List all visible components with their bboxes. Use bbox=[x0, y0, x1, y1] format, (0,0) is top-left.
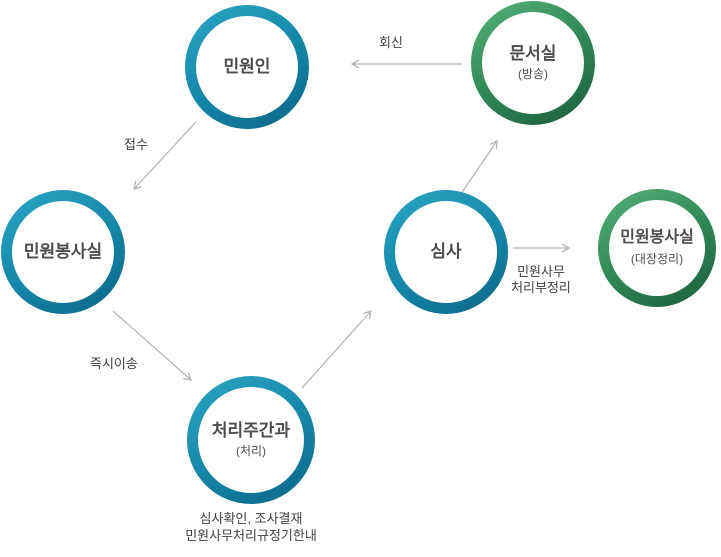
arrow-review-to-document-room bbox=[457, 141, 497, 199]
node-petitioner-label: 민원인 bbox=[223, 57, 271, 77]
node-review-label: 심사 bbox=[430, 242, 462, 262]
node-service-room-ledger-label: 민원봉사실 bbox=[620, 229, 694, 247]
node-petitioner-inner: 민원인 bbox=[196, 16, 298, 118]
node-processing-dept-sublabel: (처리) bbox=[235, 444, 267, 459]
footnote-line2: 민원사무처리규정기한내 bbox=[185, 528, 317, 543]
edge-label-ledger-note: 민원사무 처리부정리 bbox=[501, 264, 581, 297]
node-processing-dept-inner: 처리주간과 (처리) bbox=[198, 387, 304, 493]
node-service-room-ledger-sublabel: (대장정리) bbox=[630, 251, 684, 266]
footnote-line1: 심사확인, 조사결재 bbox=[199, 511, 303, 526]
node-review-inner: 심사 bbox=[395, 201, 497, 303]
edge-label-ledger-note-line2: 처리부정리 bbox=[511, 280, 571, 296]
edge-label-immediate-transfer: 즉시이송 bbox=[90, 356, 138, 371]
node-review: 심사 bbox=[384, 190, 508, 314]
node-service-room-ledger-inner: 민원봉사실 (대장정리) bbox=[609, 200, 705, 296]
node-service-room: 민원봉사실 bbox=[1, 190, 125, 314]
node-service-room-ledger: 민원봉사실 (대장정리) bbox=[598, 189, 716, 307]
arrow-receipt bbox=[134, 121, 197, 189]
edge-label-reply: 회신 bbox=[379, 35, 403, 50]
node-service-room-label: 민원봉사실 bbox=[23, 242, 103, 262]
arrow-processing-to-review bbox=[301, 311, 371, 389]
node-processing-dept: 처리주간과 (처리) bbox=[187, 376, 315, 504]
footnote: 심사확인, 조사결재 민원사무처리규정기한내 bbox=[116, 510, 386, 544]
node-document-room-sublabel: (방송) bbox=[517, 67, 549, 82]
node-service-room-inner: 민원봉사실 bbox=[12, 201, 114, 303]
edge-label-receipt: 접수 bbox=[124, 137, 148, 152]
node-document-room: 문서실 (방송) bbox=[471, 1, 595, 125]
node-document-room-label: 문서실 bbox=[509, 43, 557, 63]
node-processing-dept-label: 처리주간과 bbox=[211, 420, 291, 440]
node-petitioner: 민원인 bbox=[185, 5, 309, 129]
edge-label-ledger-note-line1: 민원사무 bbox=[517, 264, 565, 279]
node-document-room-inner: 문서실 (방송) bbox=[482, 12, 584, 114]
